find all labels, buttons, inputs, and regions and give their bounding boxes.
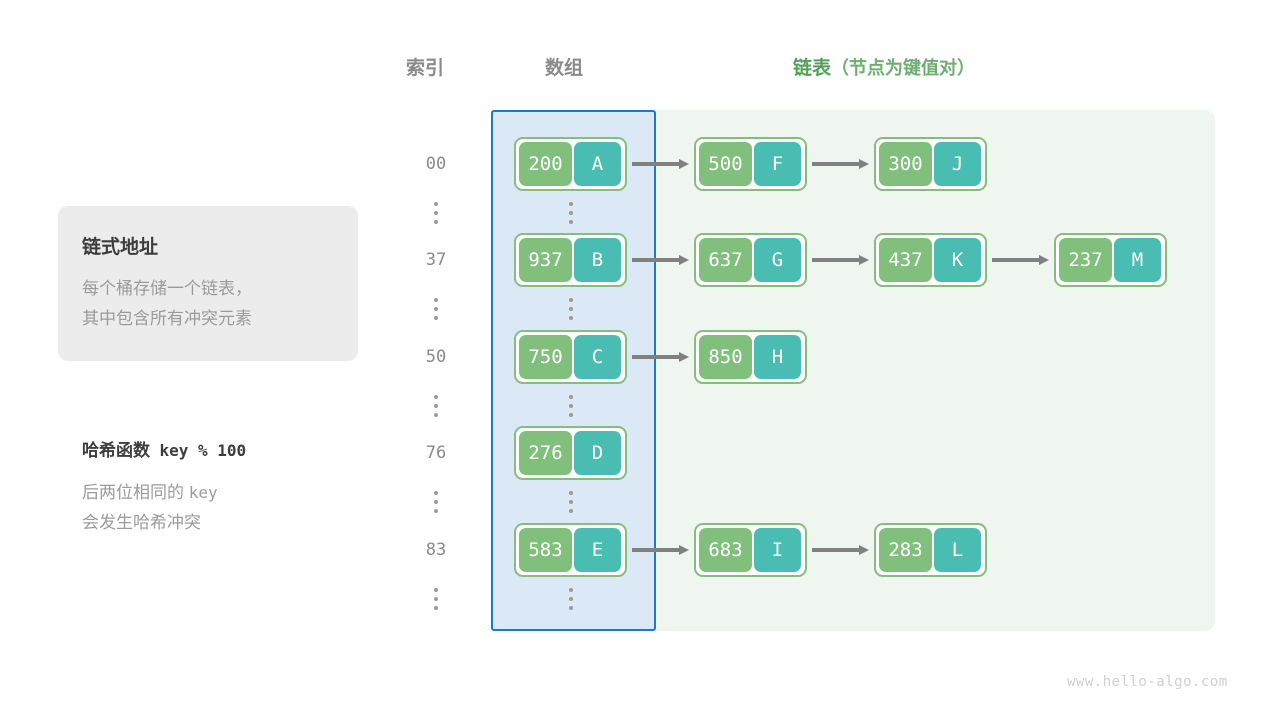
site-watermark: www.hello-algo.com [1067, 674, 1228, 690]
node-key-cell: 683 [699, 528, 752, 572]
node-key-cell: 237 [1059, 238, 1112, 282]
header-index: 索引 [406, 58, 445, 79]
hash-function-note: 后两位相同的 key 会发生哈希冲突 [82, 478, 218, 538]
node-key-cell: 200 [519, 142, 572, 186]
node-key-cell: 583 [519, 528, 572, 572]
node-key-cell: 937 [519, 238, 572, 282]
chain-arrow-icon [992, 255, 1049, 265]
node-key-cell: 850 [699, 335, 752, 379]
node-value-cell: F [754, 142, 801, 186]
array-ellipsis-icon [566, 298, 576, 320]
header-linked-list: 链表（节点为键值对） [793, 53, 975, 80]
node-value-cell: J [934, 142, 981, 186]
node-key-cell: 637 [699, 238, 752, 282]
node-value-cell: M [1114, 238, 1161, 282]
node-key-cell: 437 [879, 238, 932, 282]
node-value-cell: G [754, 238, 801, 282]
array-ellipsis-icon [566, 588, 576, 610]
array-ellipsis-icon [566, 202, 576, 224]
bucket-index-label: 83 [425, 540, 447, 560]
header-linked-list-main: 链表 [793, 58, 832, 79]
node-key-cell: 750 [519, 335, 572, 379]
chain-arrow-icon [632, 545, 689, 555]
chain-arrow-icon [632, 159, 689, 169]
header-array: 数组 [545, 58, 584, 79]
info-card: 链式地址 每个桶存储一个链表， 其中包含所有冲突元素 [58, 206, 358, 361]
bucket-index-label: 00 [425, 154, 447, 174]
chain-arrow-icon [812, 255, 869, 265]
node-value-cell: L [934, 528, 981, 572]
node-key-cell: 500 [699, 142, 752, 186]
chain-arrow-icon [632, 352, 689, 362]
hash-function-label: 哈希函数 [82, 441, 150, 460]
node-value-cell: H [754, 335, 801, 379]
info-card-line-1: 每个桶存储一个链表， [82, 279, 252, 298]
bucket-index-label: 76 [425, 443, 447, 463]
index-ellipsis-icon [431, 588, 441, 610]
index-ellipsis-icon [431, 395, 441, 417]
index-ellipsis-icon [431, 298, 441, 320]
node-value-cell: I [754, 528, 801, 572]
node-key-cell: 300 [879, 142, 932, 186]
index-ellipsis-icon [431, 491, 441, 513]
array-ellipsis-icon [566, 491, 576, 513]
node-value-cell: B [574, 238, 621, 282]
info-card-line-2: 其中包含所有冲突元素 [82, 309, 252, 328]
chain-arrow-icon [632, 255, 689, 265]
hash-function-expression: key % 100 [159, 441, 247, 460]
node-value-cell: E [574, 528, 621, 572]
node-value-cell: A [574, 142, 621, 186]
node-value-cell: C [574, 335, 621, 379]
bucket-index-label: 37 [425, 250, 447, 270]
header-linked-list-sub: （节点为键值对） [831, 58, 976, 78]
hash-note-line-1: 后两位相同的 key [82, 478, 218, 508]
bucket-index-label: 50 [425, 347, 447, 367]
hash-note-line-2: 会发生哈希冲突 [82, 513, 201, 532]
chain-arrow-icon [812, 159, 869, 169]
array-ellipsis-icon [566, 395, 576, 417]
node-value-cell: D [574, 431, 621, 475]
index-ellipsis-icon [431, 202, 441, 224]
info-card-title: 链式地址 [82, 237, 159, 258]
hash-note-line-1-text: 后两位相同的 [82, 483, 184, 502]
info-card-body: 每个桶存储一个链表， 其中包含所有冲突元素 [82, 274, 252, 334]
chain-arrow-icon [812, 545, 869, 555]
hash-note-key-token: key [188, 483, 218, 502]
node-key-cell: 283 [879, 528, 932, 572]
node-key-cell: 276 [519, 431, 572, 475]
node-value-cell: K [934, 238, 981, 282]
hash-function-title: 哈希函数 key % 100 [82, 436, 246, 461]
